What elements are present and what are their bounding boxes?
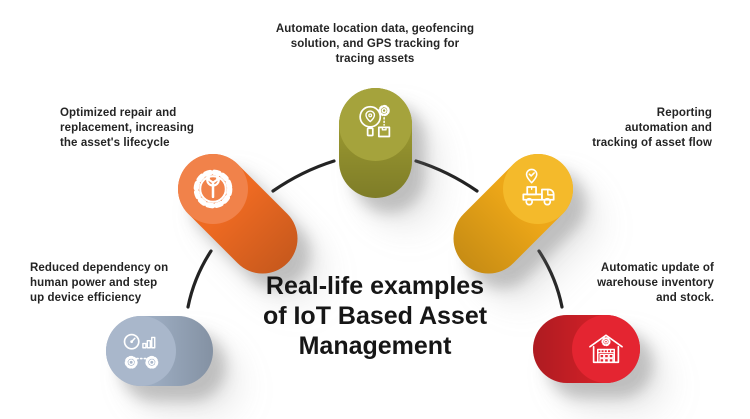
arc-right-top <box>414 159 479 193</box>
arc-left-side <box>186 249 213 309</box>
label-device-efficiency: Reduced dependency on human power and st… <box>30 262 169 304</box>
warehouse-icon <box>589 334 623 364</box>
label-repair-replacement: Optimized repair and replacement, increa… <box>60 107 194 149</box>
gauge-gears-icon <box>123 333 158 369</box>
page-title: Real-life examples of IoT Based Asset Ma… <box>262 272 488 360</box>
arc-right-side <box>537 249 564 309</box>
cylinder-face <box>338 87 412 161</box>
label-warehouse-inventory: Automatic update of warehouse inventory … <box>597 262 714 304</box>
cylinder-face <box>106 316 176 386</box>
label-location-tracking: Automate location data, geofencing solut… <box>275 23 475 65</box>
magnifier-location-icon <box>359 104 391 138</box>
cylinder-face <box>178 154 248 224</box>
cylinder-face <box>572 315 640 383</box>
arc-left-top <box>271 159 336 193</box>
cylinder-face <box>503 154 573 224</box>
truck-tracking-icon <box>521 168 555 206</box>
label-reporting-automation: Reporting automation and tracking of ass… <box>592 107 712 149</box>
gear-wrench-icon <box>193 169 233 209</box>
